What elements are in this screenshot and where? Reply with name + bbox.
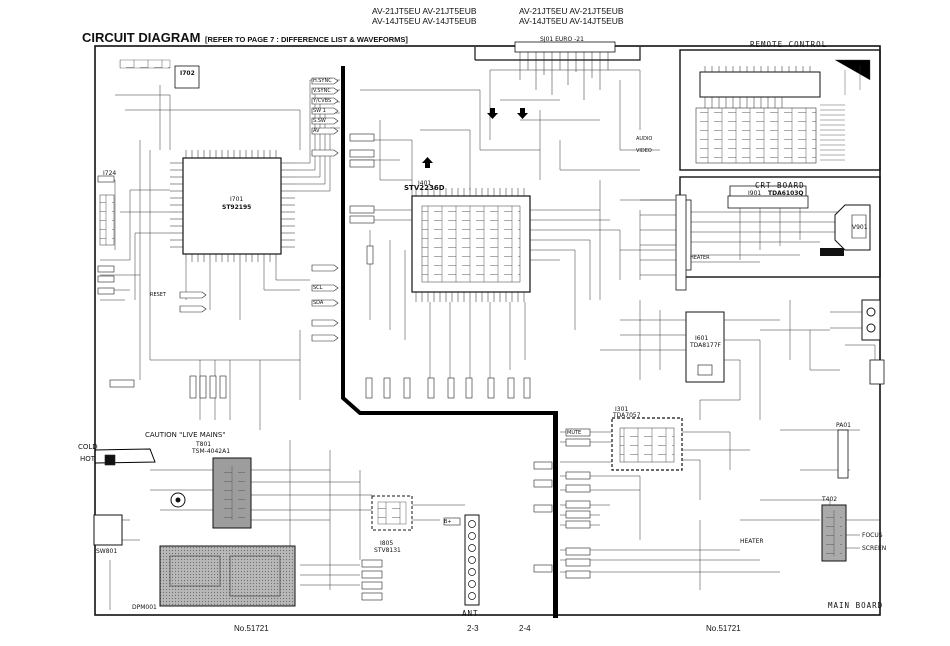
- signal-s-sw: S.SW: [313, 118, 326, 124]
- primary-secondary-boundary: [94, 448, 156, 464]
- audio-amp-chip: [611, 417, 683, 471]
- t402-label: T402: [822, 496, 838, 503]
- mcu-ref: I701: [230, 196, 244, 203]
- crt-connector: [675, 194, 687, 291]
- video-ic-label: STV2236D: [404, 184, 445, 192]
- transformer-ref: T801: [196, 441, 212, 448]
- signal-mute: MUTE: [567, 430, 582, 436]
- focus-label: FOCUS: [862, 532, 883, 539]
- eeprom-ref: I702: [180, 70, 195, 77]
- model-list-right-1: AV-21JT5EU AV-21JT5EUB: [519, 6, 624, 16]
- scart-label: SJ01 EURO -21: [540, 36, 584, 43]
- crt-ic-ref: I901: [748, 190, 762, 197]
- remote-control-label: REMOTE CONTROL: [750, 40, 828, 49]
- mcu-label: ST92195: [222, 204, 252, 211]
- crt-ic-label: TDA6103Q: [768, 190, 804, 197]
- signal-sda: SDA: [313, 300, 324, 306]
- scart-connector: [514, 41, 616, 53]
- primary-power-area: [159, 545, 296, 607]
- footer-page-left: 2-3: [467, 624, 479, 633]
- transformer-part: TSM-4042A1: [192, 448, 231, 455]
- signal-heater: HEATER: [690, 255, 710, 261]
- crt-amplifier-ic: [727, 195, 809, 209]
- pa01-connector: [837, 429, 849, 479]
- signal-sw1: SW 1: [313, 108, 326, 114]
- vert-ic-label: TDA8177F: [690, 342, 722, 349]
- remote-control-box: [679, 49, 881, 171]
- signal-y-cvbs: Y/CVBS: [313, 98, 332, 104]
- model-list-left-1: AV-21JT5EU AV-21JT5EUB: [372, 6, 477, 16]
- screen-label: SCREEN: [862, 545, 887, 552]
- vert-ic-ref: I601: [695, 335, 709, 342]
- eeprom-chip: [174, 65, 200, 89]
- av-input-panel: [861, 299, 881, 341]
- page-title: CIRCUIT DIAGRAM: [82, 30, 201, 45]
- caution-live-mains: CAUTION "LIVE MAINS": [145, 431, 226, 439]
- switch-block: [93, 514, 123, 546]
- video-processor-chip: [411, 195, 531, 293]
- crt-board-label: CRT BOARD: [755, 181, 805, 190]
- footer-page-right: 2-4: [519, 624, 531, 633]
- signal-video: VIDEO: [636, 148, 652, 154]
- ir-ref: I724: [103, 170, 117, 177]
- isolation-boundary: [341, 66, 558, 618]
- audio-ic-label: TDA7057: [613, 412, 641, 419]
- switch-label: SW801: [96, 548, 118, 555]
- heater-label: HEATER: [740, 538, 764, 545]
- signal-b-plus: B+: [444, 519, 452, 525]
- signal-av: AV: [313, 128, 320, 134]
- vertical-deflection-chip: [685, 311, 725, 383]
- page-subtitle: [REFER TO PAGE 7 : DIFFERENCE LIST & WAV…: [205, 35, 408, 44]
- signal-v-sync: V.SYNC: [313, 88, 331, 94]
- signal-scl: SCL: [313, 285, 323, 291]
- signal-reset: RESET: [150, 292, 167, 298]
- remote-ic: [699, 71, 821, 98]
- signal-audio: AUDIO: [636, 136, 653, 142]
- video-ic-ref: I401: [418, 180, 432, 187]
- footer-doc-number-right: No.51721: [706, 624, 741, 633]
- power-regulator-chip: [371, 495, 413, 531]
- tuner-strip: [464, 514, 480, 606]
- crt-tube-label: V901: [852, 224, 868, 231]
- degauss-label: DPM001: [132, 604, 157, 611]
- model-list-left-2: AV-14JT5EU AV-14JT5EUB: [372, 16, 477, 26]
- crt-tube: [834, 204, 871, 251]
- cold-label: COLD: [78, 443, 98, 451]
- hot-label: HOT: [80, 455, 96, 463]
- power-ic-label: STV8131: [374, 547, 401, 554]
- signal-h-sync: H.SYNC: [313, 78, 332, 84]
- power-ic-ref: I805: [380, 540, 394, 547]
- mcu-chip: [182, 157, 282, 255]
- antenna-label: ANT: [462, 609, 479, 618]
- model-list-right-2: AV-14JT5EU AV-14JT5EUB: [519, 16, 624, 26]
- audio-ic-ref: I301: [615, 406, 629, 413]
- main-board-label: MAIN BOARD: [828, 601, 884, 610]
- footer-doc-number-left: No.51721: [234, 624, 269, 633]
- pa01-label: PA01: [836, 422, 851, 429]
